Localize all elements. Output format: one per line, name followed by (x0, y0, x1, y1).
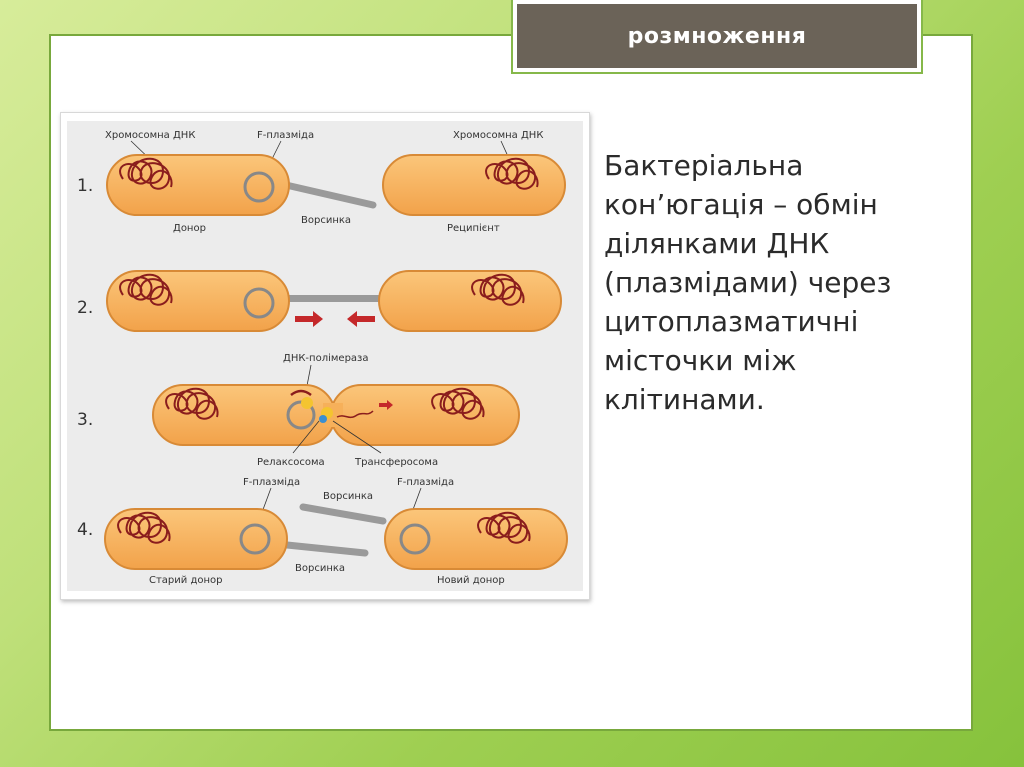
transferosome (319, 415, 327, 423)
label-old-donor: Старий донор (149, 575, 223, 586)
label-chromosomal-dna-right: Хромосомна ДНК (453, 130, 543, 141)
leader-line (292, 420, 320, 454)
label-f-plasmid-4b: F-плазміда (397, 476, 454, 488)
recipient-cell (378, 270, 562, 332)
f-plasmid (243, 171, 275, 203)
label-f-plasmid-4a: F-плазміда (243, 476, 300, 488)
slide-title: розмноження (627, 23, 807, 49)
step-number-3: 3. (77, 410, 93, 430)
dna-polymerase (301, 397, 313, 409)
title-tab: розмноження (511, 0, 923, 74)
label-donor: Донор (173, 223, 206, 234)
f-plasmid (239, 523, 271, 555)
label-pilus-4a: Ворсинка (323, 491, 373, 502)
label-chromosomal-dna-left: Хромосомна ДНК (105, 130, 195, 141)
label-recipient: Реципієнт (447, 222, 500, 234)
label-transferosome: Трансферосома (354, 457, 438, 468)
pilus (299, 503, 387, 525)
label-relaxosome: Релаксосома (257, 457, 325, 468)
body-text: Бактеріальна кон’югація – обмін ділянкам… (604, 149, 892, 416)
label-dna-polymerase: ДНК-полімераза (283, 352, 368, 364)
donor-cell (106, 270, 290, 332)
label-f-plasmid-1: F-плазміда (257, 129, 314, 141)
pilus (287, 295, 383, 302)
arrow-right-icon (379, 400, 393, 410)
step-number-2: 2. (77, 298, 93, 318)
conjugation-diagram: 1. 2. 3. 4. Хромосомна ДНК F-плазміда Хр… (67, 121, 583, 591)
arrow-left-icon (347, 311, 375, 327)
label-pilus-4b: Ворсинка (295, 563, 345, 574)
step-number-4: 4. (77, 520, 93, 540)
f-plasmid (243, 287, 275, 319)
conjugation-figure: 1. 2. 3. 4. Хромосомна ДНК F-плазміда Хр… (60, 112, 590, 600)
label-new-donor: Новий донор (437, 575, 505, 586)
new-donor-cell (384, 508, 568, 570)
recipient-cell (382, 154, 566, 216)
arrow-right-icon (295, 311, 323, 327)
f-plasmid (399, 523, 431, 555)
old-donor-cell (104, 508, 288, 570)
leader-line (332, 420, 382, 454)
pilus (282, 181, 377, 209)
step-number-1: 1. (77, 176, 93, 196)
f-plasmid (286, 400, 316, 430)
recipient-cell (330, 384, 520, 446)
pilus (283, 541, 369, 557)
donor-cell (106, 154, 290, 216)
label-pilus-1: Ворсинка (301, 215, 351, 226)
dna-polymerase-arrow-icon (290, 389, 312, 397)
transferred-dna-strand (336, 410, 374, 419)
